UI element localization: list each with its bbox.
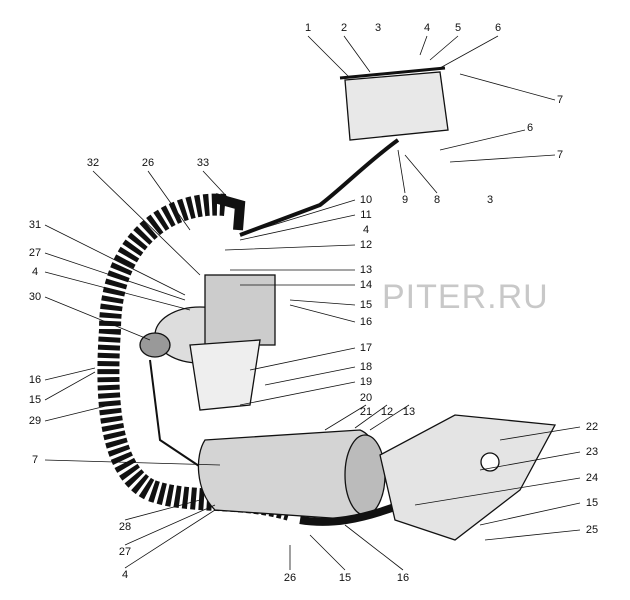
plate-hole bbox=[480, 452, 500, 472]
callout-7: 7 bbox=[31, 454, 39, 466]
callout-3: 3 bbox=[486, 194, 494, 206]
callout-6: 6 bbox=[526, 122, 534, 134]
callout-16: 16 bbox=[396, 572, 410, 584]
callout-16: 16 bbox=[28, 374, 42, 386]
callout-21: 21 bbox=[359, 406, 373, 418]
callout-27: 27 bbox=[118, 546, 132, 558]
callout-17: 17 bbox=[359, 342, 373, 354]
callout-4: 4 bbox=[121, 569, 129, 581]
callout-32: 32 bbox=[86, 157, 100, 169]
callout-15: 15 bbox=[585, 497, 599, 509]
callout-7: 7 bbox=[556, 149, 564, 161]
hose-elbow bbox=[213, 193, 246, 231]
callout-8: 8 bbox=[433, 194, 441, 206]
callout-29: 29 bbox=[28, 415, 42, 427]
callout-14: 14 bbox=[359, 279, 373, 291]
callout-13: 13 bbox=[359, 264, 373, 276]
fuel-line bbox=[149, 359, 206, 471]
callout-15: 15 bbox=[28, 394, 42, 406]
callout-13: 13 bbox=[402, 406, 416, 418]
callout-3: 3 bbox=[374, 22, 382, 34]
callout-4: 4 bbox=[31, 266, 39, 278]
callout-10: 10 bbox=[359, 194, 373, 206]
callout-19: 19 bbox=[359, 376, 373, 388]
callout-1: 1 bbox=[304, 22, 312, 34]
callout-4: 4 bbox=[423, 22, 431, 34]
callout-28: 28 bbox=[118, 521, 132, 533]
callout-12: 12 bbox=[359, 239, 373, 251]
callout-2: 2 bbox=[340, 22, 348, 34]
watermark: PITER.RU bbox=[382, 278, 549, 316]
callout-16: 16 bbox=[359, 316, 373, 328]
callout-26: 26 bbox=[283, 572, 297, 584]
callout-27: 27 bbox=[28, 247, 42, 259]
tank-rail bbox=[339, 66, 446, 80]
callout-23: 23 bbox=[585, 446, 599, 458]
callout-7: 7 bbox=[556, 94, 564, 106]
callout-24: 24 bbox=[585, 472, 599, 484]
callout-20: 20 bbox=[359, 392, 373, 404]
pump-end-cap bbox=[139, 332, 171, 358]
callout-15: 15 bbox=[359, 299, 373, 311]
callout-25: 25 bbox=[585, 524, 599, 536]
callout-11: 11 bbox=[360, 209, 372, 221]
exhaust-pipe bbox=[299, 501, 402, 526]
callout-4: 4 bbox=[362, 224, 370, 236]
callout-9: 9 bbox=[401, 194, 409, 206]
callout-22: 22 bbox=[585, 421, 599, 433]
callout-30: 30 bbox=[28, 291, 42, 303]
mounting-plate bbox=[379, 414, 557, 541]
callout-5: 5 bbox=[454, 22, 462, 34]
callout-31: 31 bbox=[28, 219, 42, 231]
tank-hose bbox=[239, 138, 400, 237]
bracket bbox=[189, 339, 261, 411]
callout-26: 26 bbox=[141, 157, 155, 169]
pump-housing bbox=[204, 274, 276, 346]
callout-12: 12 bbox=[380, 406, 394, 418]
expansion-tank bbox=[344, 71, 449, 141]
callout-6: 6 bbox=[494, 22, 502, 34]
callout-18: 18 bbox=[359, 361, 373, 373]
callout-33: 33 bbox=[196, 157, 210, 169]
leader-lines bbox=[44, 35, 581, 571]
callout-15: 15 bbox=[338, 572, 352, 584]
heater-end bbox=[344, 434, 386, 516]
